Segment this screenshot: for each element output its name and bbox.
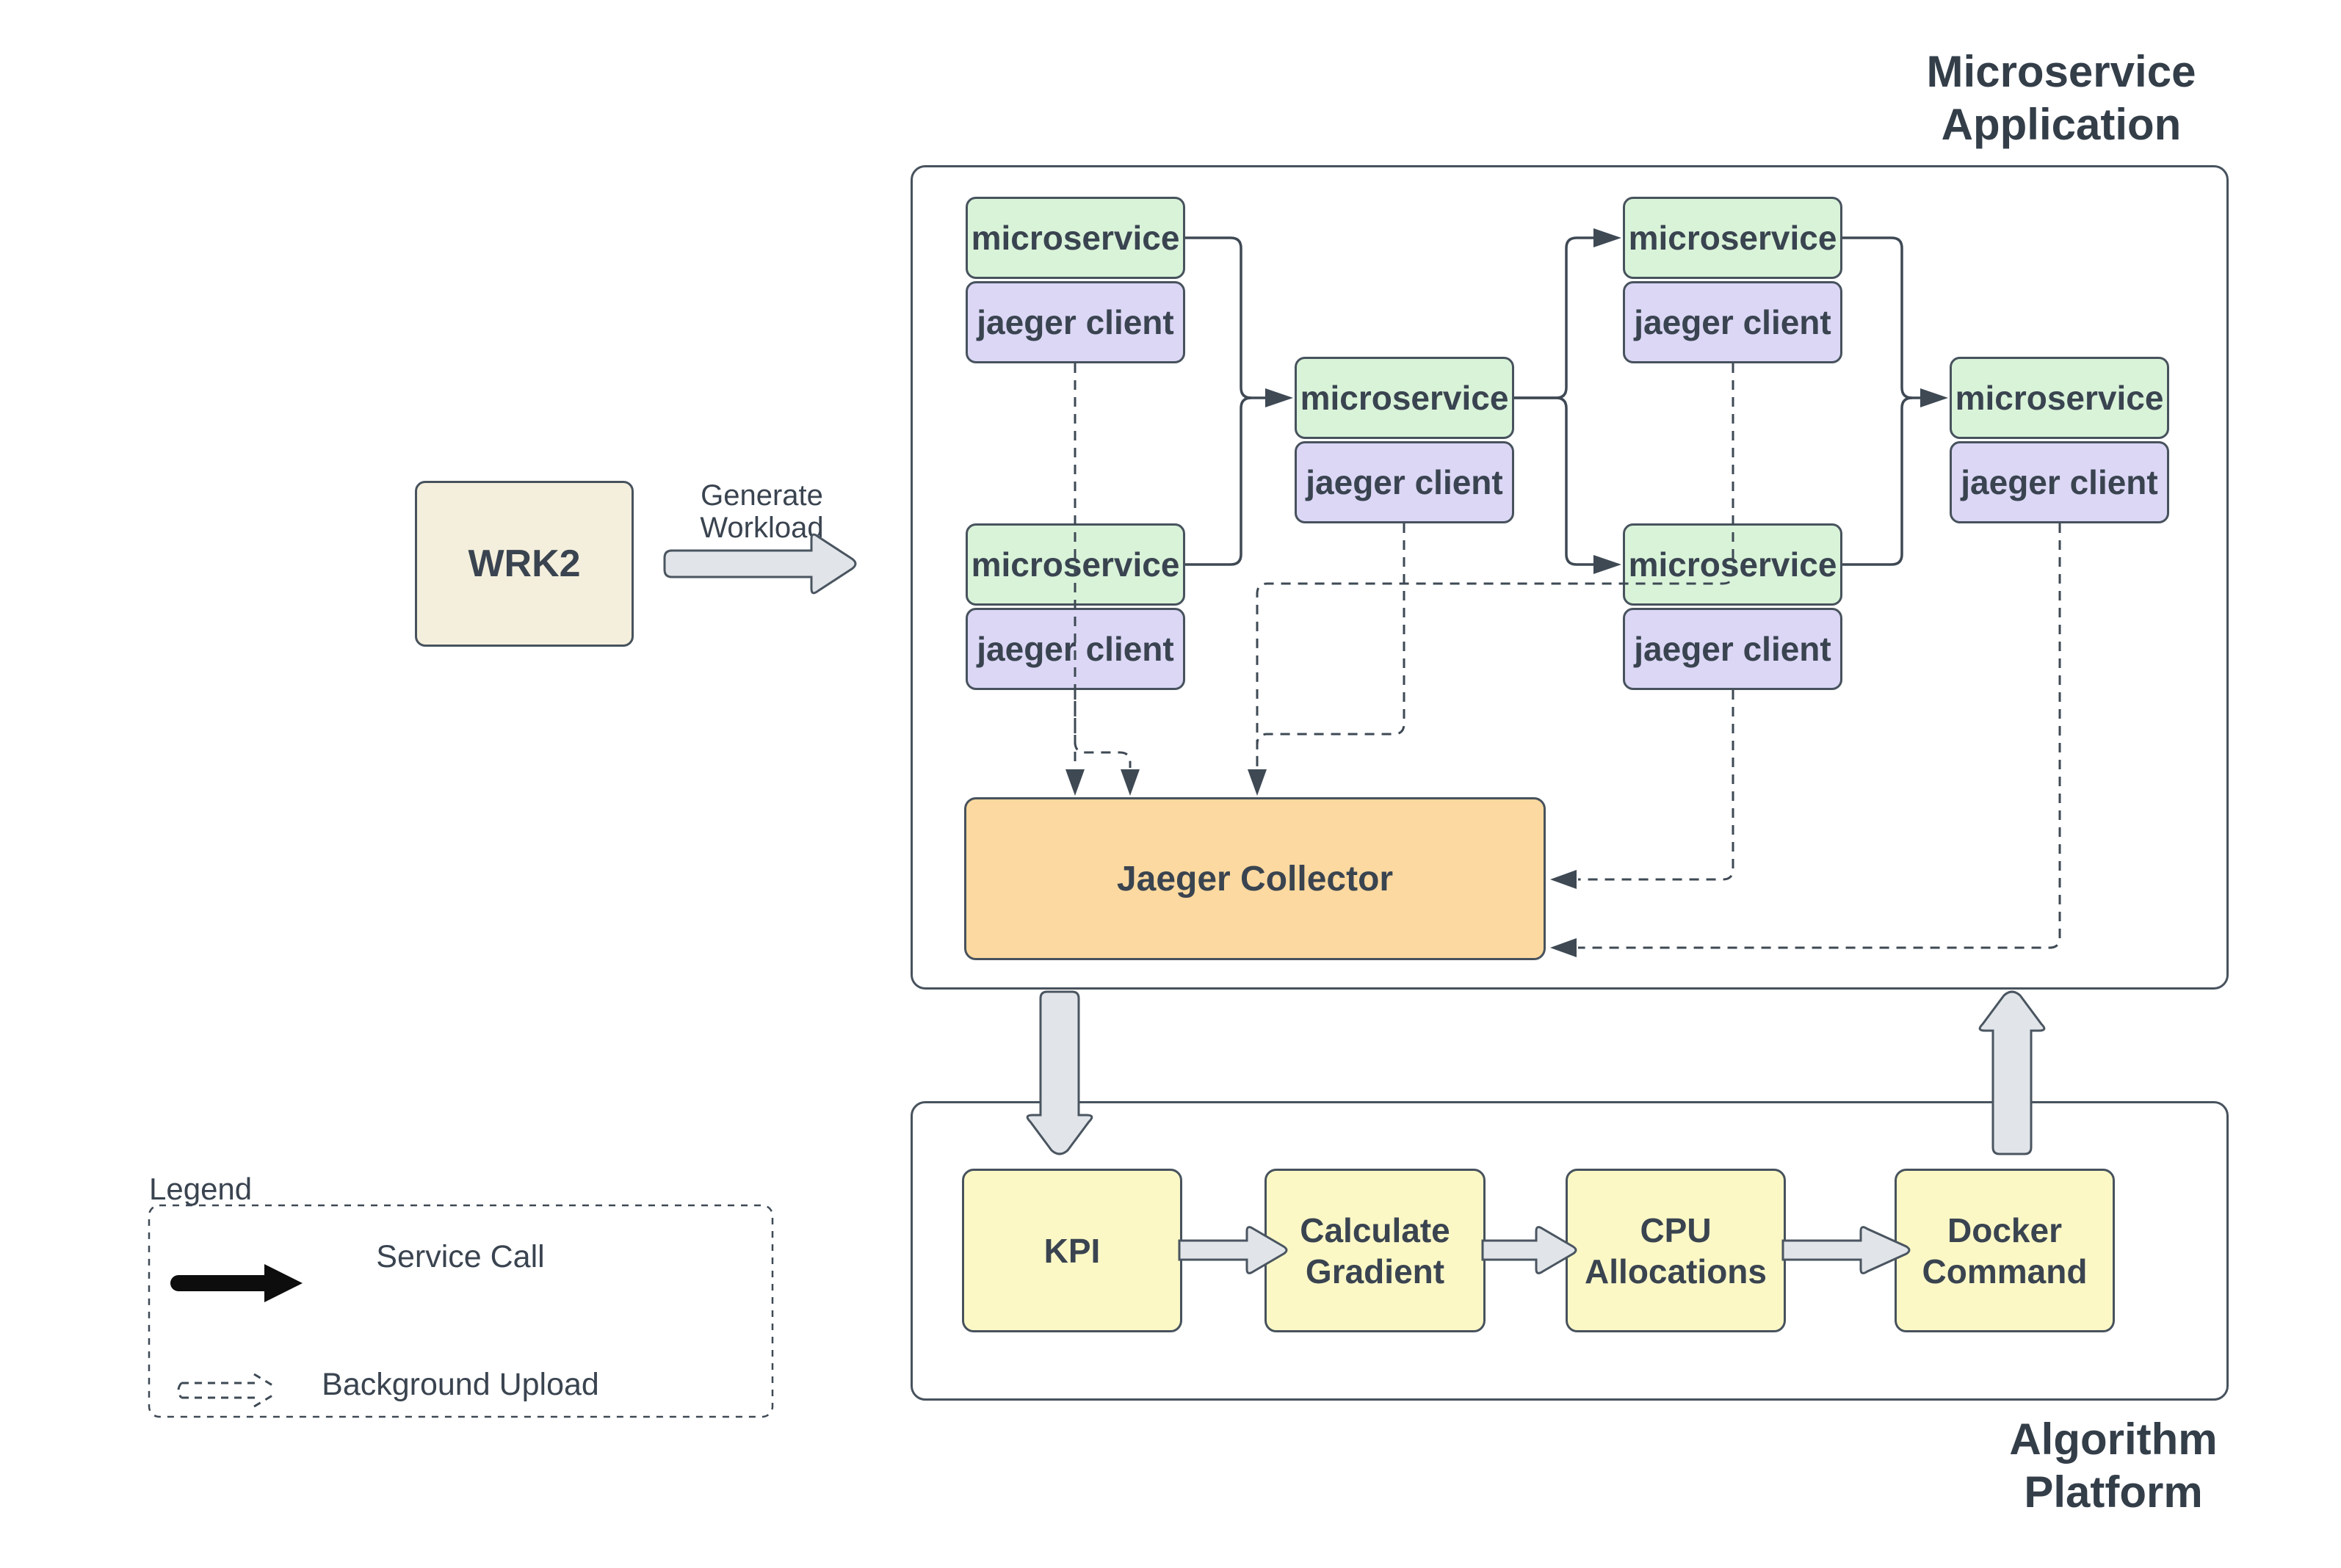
generate-workload-label: Generate Workload: [665, 479, 859, 544]
calculate-gradient-box: Calculate Gradient: [1264, 1169, 1486, 1332]
app-title-line2: Application: [1941, 100, 2182, 149]
microservice-box-3: microservice: [1623, 197, 1842, 279]
background-upload-arrow-sample: [177, 1373, 277, 1408]
microservice-label: microservice: [1628, 545, 1837, 584]
microservice-label: microservice: [1300, 379, 1509, 417]
jaeger-client-box-4: jaeger client: [966, 608, 1185, 690]
jaeger-collector-box: Jaeger Collector: [964, 797, 1546, 960]
legend-title: Legend: [149, 1172, 253, 1206]
jaeger-client-label: jaeger client: [1961, 463, 2158, 501]
kpi-label: KPI: [1043, 1231, 1101, 1270]
microservice-box-2: microservice: [1295, 357, 1514, 439]
microservice-box-4: microservice: [966, 523, 1185, 606]
generate-workload-line1: Generate: [701, 479, 823, 512]
jaeger-client-box-3: jaeger client: [1623, 281, 1842, 363]
cpu-allocations-box: CPU Allocations: [1566, 1169, 1786, 1332]
app-title-line1: Microservice: [1926, 47, 2196, 96]
jaeger-collector-label: Jaeger Collector: [1116, 859, 1394, 899]
platform-title-line1: Algorithm: [2009, 1415, 2218, 1464]
microservice-label: microservice: [971, 219, 1180, 257]
jaeger-client-box-2: jaeger client: [1295, 441, 1514, 523]
legend-service-call-label: Service Call: [376, 1239, 545, 1274]
microservice-box-1: microservice: [966, 197, 1185, 279]
background-upload-sample-head-top: [253, 1373, 277, 1389]
generate-workload-line2: Workload: [700, 512, 824, 544]
jaeger-client-box-5: jaeger client: [1623, 608, 1842, 690]
docker-command-box: Docker Command: [1895, 1169, 2115, 1332]
wrk2-label: WRK2: [468, 542, 581, 585]
background-upload-sample-cap: [177, 1382, 183, 1398]
platform-title-line2: Platform: [2024, 1467, 2203, 1517]
jaeger-client-label: jaeger client: [1634, 303, 1831, 341]
microservice-box-5: microservice: [1623, 523, 1842, 606]
microservice-label: microservice: [971, 545, 1180, 584]
jaeger-client-label: jaeger client: [1634, 630, 1831, 668]
microservice-box-6: microservice: [1950, 357, 2169, 439]
jaeger-client-label: jaeger client: [977, 303, 1174, 341]
kpi-box: KPI: [962, 1169, 1182, 1332]
jaeger-client-box-1: jaeger client: [966, 281, 1185, 363]
jaeger-client-label: jaeger client: [1306, 463, 1503, 501]
wrk2-box: WRK2: [415, 481, 634, 647]
jaeger-client-box-6: jaeger client: [1950, 441, 2169, 523]
microservice-label: microservice: [1955, 379, 2164, 417]
legend-background-upload-label: Background Upload: [322, 1367, 599, 1402]
jaeger-client-label: jaeger client: [977, 630, 1174, 668]
algorithm-platform-title: Algorithm Platform: [1930, 1413, 2297, 1519]
calculate-gradient-label: Calculate Gradient: [1300, 1211, 1450, 1291]
cpu-allocations-label: CPU Allocations: [1585, 1211, 1767, 1291]
microservice-application-title: Microservice Application: [1790, 46, 2333, 151]
microservice-label: microservice: [1628, 219, 1837, 257]
background-upload-sample-head-bottom: [253, 1392, 277, 1408]
docker-command-label: Docker Command: [1922, 1211, 2088, 1291]
